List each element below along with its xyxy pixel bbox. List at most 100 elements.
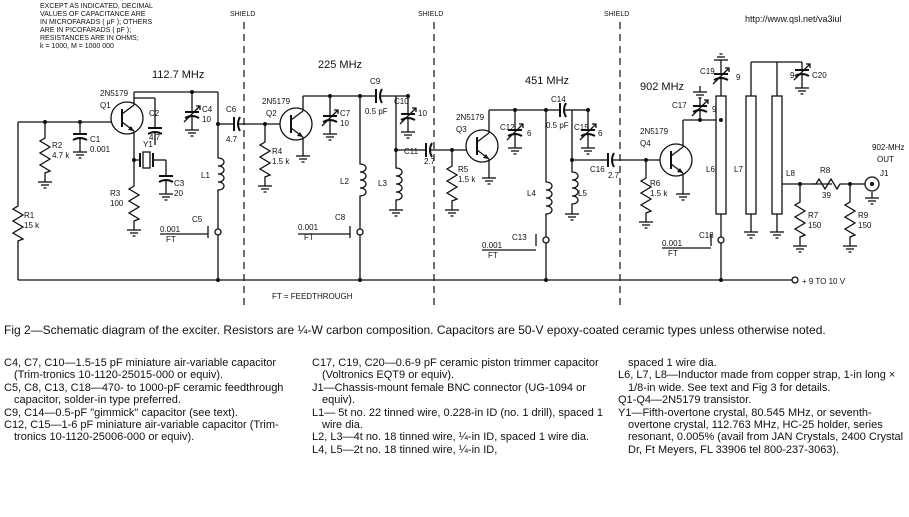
l3-label: L3 xyxy=(378,179,387,188)
r8-value: 39 xyxy=(822,191,831,200)
note-line-4: ARE IN PICOFARADS ( pF ); xyxy=(40,27,131,34)
l5-label: L5 xyxy=(578,189,587,198)
ft3-label: FT xyxy=(488,251,498,260)
note-line-1: EXCEPT AS INDICATED, DECIMAL xyxy=(40,3,153,10)
r6-value: 1.5 k xyxy=(650,189,668,198)
stage-4: R6 1.5 k 2N5179 Q4 C17 9 L6 C18 0.001 FT xyxy=(620,53,904,282)
c3-value: 20 xyxy=(174,189,183,198)
part-entry-l4: L4, L5—2t no. 18 tinned wire, ¼-in ID, xyxy=(312,443,498,456)
c16-label: C16 xyxy=(590,165,605,174)
l7-label: L7 xyxy=(734,165,743,174)
l4-label: L4 xyxy=(527,189,536,198)
ft2-value: 0.001 xyxy=(298,223,319,232)
r7-label: R7 xyxy=(808,211,819,220)
stage-3: R5 1.5 k 2N5179 Q3 C12 6 L4 C13 0.001 FT xyxy=(438,95,621,282)
c15-label: C15 xyxy=(574,123,589,132)
r8-label: R8 xyxy=(820,166,831,175)
c7-value: 10 xyxy=(340,119,349,128)
r9-value: 150 xyxy=(858,221,872,230)
r5-label: R5 xyxy=(458,165,469,174)
q1-label: Q1 xyxy=(100,101,111,110)
output-label: OUT xyxy=(877,155,894,164)
ft2-label: FT xyxy=(304,233,314,242)
parts-list-col-3: spaced 1 wire dia. L6, L7, L8—Inductor m… xyxy=(618,357,906,456)
c17-label: C17 xyxy=(672,101,687,110)
c1-value: 0.001 xyxy=(90,145,111,154)
c4-value: 10 xyxy=(202,115,211,124)
c19-value: 9 xyxy=(736,73,741,82)
l6-label: L6 xyxy=(706,165,715,174)
c13-label: C13 xyxy=(512,233,527,242)
r1-value: 15 k xyxy=(24,221,40,230)
part-entry-l6: L6, L7, L8—Inductor made from copper str… xyxy=(618,369,896,394)
c12-value: 6 xyxy=(527,129,532,138)
part-entry-c5: C5, C8, C13, C18—470- to 1000-pF ceramic… xyxy=(4,381,284,407)
feedthrough-note: FT = FEEDTHROUGH xyxy=(272,292,353,301)
c2-value: 4.7 xyxy=(149,133,161,142)
y1-label: Y1 xyxy=(143,140,153,149)
note-line-6: k = 1000, M = 1000 000 xyxy=(40,43,114,50)
r4-value: 1.5 k xyxy=(272,157,290,166)
j1-label: J1 xyxy=(880,169,889,178)
ft4-value: 0.001 xyxy=(662,239,683,248)
note-line-3: IN MICROFARADS ( μF ); OTHERS xyxy=(40,19,152,26)
c20-label: C20 xyxy=(812,71,827,80)
c19-label: C19 xyxy=(700,67,715,76)
c8-label: C8 xyxy=(335,213,346,222)
freq-stage-1: 112.7 MHz xyxy=(152,69,204,81)
c14-value: 0.5 pF xyxy=(546,121,569,130)
c10-value: 10 xyxy=(418,109,427,118)
c5-label: C5 xyxy=(192,215,203,224)
header-note: EXCEPT AS INDICATED, DECIMAL VALUES OF C… xyxy=(40,3,153,50)
part-entry-q1: Q1-Q4—2N5179 transistor. xyxy=(618,394,752,407)
c15-value: 6 xyxy=(598,129,603,138)
c11-value: 2.7 xyxy=(424,157,436,166)
c11-label: C11 xyxy=(404,147,419,156)
c2-label: C2 xyxy=(149,109,160,118)
c1-label: C1 xyxy=(90,135,101,144)
r5-value: 1.5 k xyxy=(458,175,476,184)
part-entry-c4: C4, C7, C10—1.5-15 pF miniature air-vari… xyxy=(4,357,277,382)
freq-stage-2: 225 MHz xyxy=(318,59,362,71)
c6-value: 4.7 xyxy=(226,135,238,144)
part-entry-l2: L2, L3—4t no. 18 tinned wire, ¼-in ID, s… xyxy=(312,431,589,444)
c10-label: C10 xyxy=(394,97,409,106)
ft3-value: 0.001 xyxy=(482,241,503,250)
c4-label: C4 xyxy=(202,105,213,114)
part-entry-c12: C12, C15—1-6 pF miniature air-variable c… xyxy=(4,419,279,444)
note-line-5: RESISTANCES ARE IN OHMS; xyxy=(40,35,139,42)
c9-label: C9 xyxy=(370,77,381,86)
c12-label: C12 xyxy=(500,123,515,132)
shield-label-2: SHIELD xyxy=(418,11,443,18)
c20-value: 9 xyxy=(790,71,795,80)
output-freq: 902-MHz xyxy=(872,143,904,152)
c17-value: 9 xyxy=(712,105,717,114)
shield-label-1: SHIELD xyxy=(230,11,255,18)
part-entry-y1: Y1—Fifth-overtone crystal, 80.545 MHz, o… xyxy=(618,406,904,456)
c18-label: C18 xyxy=(699,231,714,240)
freq-stage-3: 451 MHz xyxy=(525,75,569,87)
c9-value: 0.5 pF xyxy=(365,107,388,116)
stage-2: R4 1.5 k 2N5179 Q2 C7 10 L2 C8 0.001 FT xyxy=(246,77,439,282)
parts-list-col-2: C17, C19, C20—0.6-9 pF ceramic piston tr… xyxy=(312,357,610,456)
figure-caption: Fig 2—Schematic diagram of the exciter. … xyxy=(4,323,826,337)
q3-label: Q3 xyxy=(456,125,467,134)
c3-label: C3 xyxy=(174,179,185,188)
r4-label: R4 xyxy=(272,147,283,156)
ft1-value: 0.001 xyxy=(160,225,181,234)
c7-label: C7 xyxy=(340,109,351,118)
l1-label: L1 xyxy=(201,171,210,180)
r3-label: R3 xyxy=(110,189,121,198)
r6-label: R6 xyxy=(650,179,661,188)
part-entry-j1: J1—Chassis-mount female BNC connector (U… xyxy=(312,381,586,407)
r2-value: 4.7 k xyxy=(52,151,70,160)
freq-stage-4: 902 MHz xyxy=(640,81,684,93)
q2-type: 2N5179 xyxy=(262,97,291,106)
ft1-label: FT xyxy=(166,235,176,244)
r7-value: 150 xyxy=(808,221,822,230)
l2-label: L2 xyxy=(340,177,349,186)
stage-1: R1 15 k R2 4.7 k C1 0.001 2N5179 Q1 C2 xyxy=(12,89,247,282)
r3-value: 100 xyxy=(110,199,124,208)
c6-label: C6 xyxy=(226,105,237,114)
c14-label: C14 xyxy=(551,95,566,104)
